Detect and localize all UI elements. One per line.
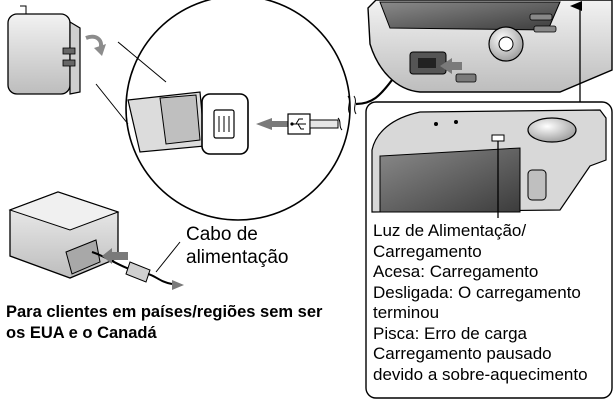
led-title-line2: Carregamento [373,241,482,261]
led-state-paused-line1: Carregamento pausado [373,344,552,363]
led-state-paused-line2: devido a sobre-aquecimento [373,364,588,384]
led-status-legend: Luz de Alimentação/ Carregamento Acesa: … [373,221,616,385]
usb-zoom-circle [95,0,351,221]
led-detail-box [365,101,613,399]
led-state-off-line1: Desligada: O carregamento [373,282,581,302]
led-title-line1: Luz de Alimentação/ [373,221,527,240]
led-state-blink: Pisca: Erro de carga [373,323,528,343]
led-state-on: Acesa: Carregamento [373,262,539,281]
camera-body [367,0,613,93]
usb-icon [290,118,306,130]
power-cord [91,241,184,290]
other-regions-note: Para clientes em países/regiões sem ser … [6,303,323,342]
led-state-off-line2: terminou [373,303,440,322]
power-cord-label: Cabo de alimentação [186,224,289,268]
ac-adapter-intl [8,191,120,279]
ac-adapter-us [7,5,81,95]
rotate-arrow-icon [85,34,106,56]
